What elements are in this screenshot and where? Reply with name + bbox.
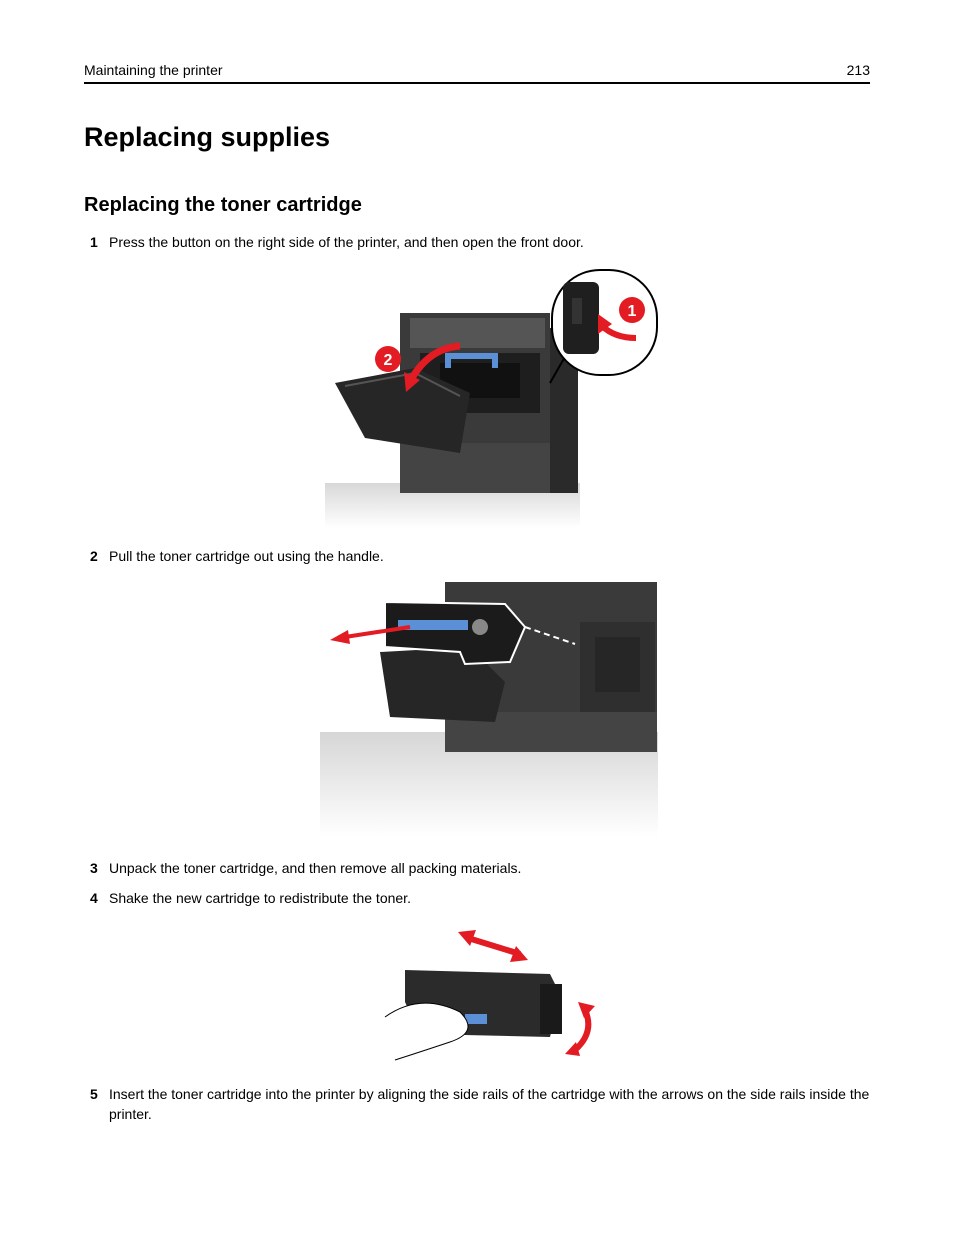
step-text: Unpack the toner cartridge, and then rem… <box>109 860 522 876</box>
hand-illustration <box>384 1002 469 1061</box>
step-number: 5 <box>90 1086 98 1102</box>
step-text: Shake the new cartridge to redistribute … <box>109 890 411 906</box>
header-section-title: Maintaining the printer <box>84 62 223 78</box>
callout-badge-1 <box>619 297 645 323</box>
step-4: 4 Shake the new cartridge to redistribut… <box>84 888 870 908</box>
page-number: 213 <box>846 62 870 78</box>
pull-arrow-head-icon <box>330 630 350 644</box>
step-3: 3 Unpack the toner cartridge, and then r… <box>84 858 870 878</box>
press-arrow-head-icon <box>598 314 612 334</box>
step-1: 1 Press the button on the right side of … <box>84 232 870 252</box>
open-door-arrow <box>408 342 461 380</box>
printer-illustration <box>380 582 657 752</box>
vertical-shake-arrow-icon <box>565 1002 595 1056</box>
step-5: 5 Insert the toner cartridge into the pr… <box>84 1084 870 1124</box>
figure-shake-cartridge <box>384 930 595 1061</box>
section-heading: Replacing the toner cartridge <box>84 194 362 216</box>
step-text: Pull the toner cartridge out using the h… <box>109 548 384 564</box>
callout-label-1: 1 <box>628 303 637 320</box>
step-2: 2 Pull the toner cartridge out using the… <box>84 546 870 566</box>
toner-cartridge-illustration <box>384 600 527 666</box>
page-title: Replacing supplies <box>84 122 331 152</box>
step-text: Press the button on the right side of th… <box>109 234 584 250</box>
pull-arrow <box>344 625 411 639</box>
step-number: 1 <box>90 234 98 250</box>
step-number: 4 <box>90 890 98 906</box>
step-number: 2 <box>90 548 98 564</box>
horizontal-shake-arrow-icon <box>458 930 528 962</box>
arrow-head-icon <box>404 372 420 392</box>
step-number: 3 <box>90 860 98 876</box>
step-text: Insert the toner cartridge into the prin… <box>109 1086 870 1122</box>
figure-open-front-door: 2 1 <box>325 269 658 528</box>
page-header: Maintaining the printer 213 <box>84 60 870 84</box>
callout-badge-2 <box>375 346 401 372</box>
printer-illustration <box>335 313 578 493</box>
callout-label-2: 2 <box>384 352 393 369</box>
figure-pull-toner-cartridge <box>320 582 658 837</box>
